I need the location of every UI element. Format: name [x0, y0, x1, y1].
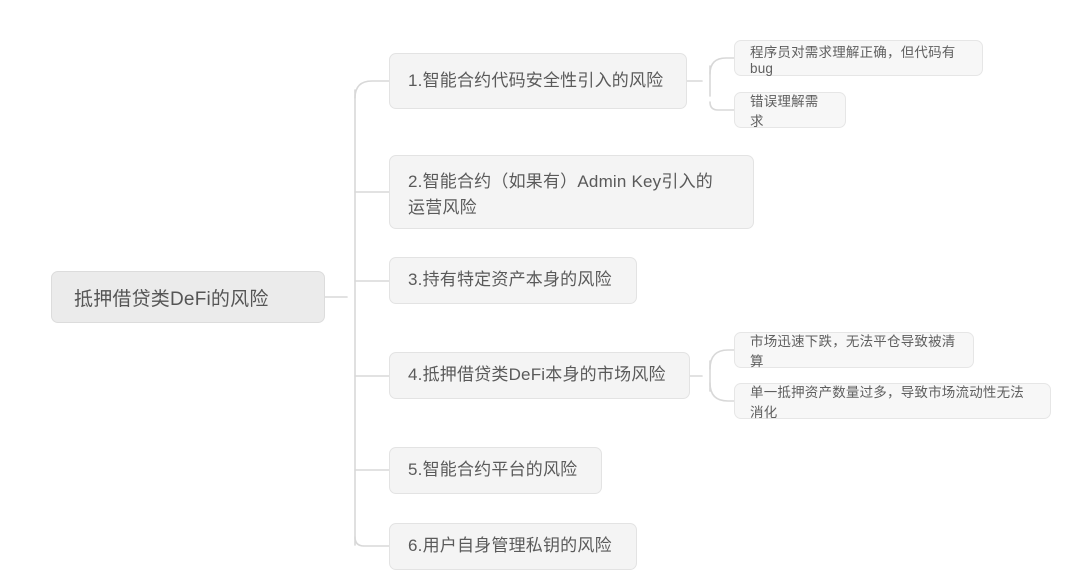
node-branch-4-label: 4.抵押借贷类DeFi本身的市场风险 [408, 365, 666, 385]
node-leaf-4-1-label: 市场迅速下跌，无法平仓导致被清算 [750, 334, 956, 369]
node-branch-4[interactable]: 4.抵押借贷类DeFi本身的市场风险 [389, 352, 690, 399]
node-branch-3[interactable]: 3.持有特定资产本身的风险 [389, 257, 637, 304]
node-branch-1-label: 1.智能合约代码安全性引入的风险 [408, 70, 664, 90]
node-branch-2[interactable]: 2.智能合约（如果有）Admin Key引入的 运营风险 [389, 155, 754, 229]
node-leaf-1-2-label: 错误理解需求 [750, 94, 819, 129]
connector-branch-1 [354, 80, 390, 99]
node-branch-1[interactable]: 1.智能合约代码安全性引入的风险 [389, 53, 687, 109]
node-root-label: 抵押借贷类DeFi的风险 [74, 288, 269, 310]
node-leaf-4-2-label: 单一抵押资产数量过多，导致市场流动性无法消化 [750, 385, 1024, 420]
connector-sub4-child-2 [709, 382, 735, 402]
node-leaf-1-2[interactable]: 错误理解需求 [734, 92, 846, 129]
node-branch-3-label: 3.持有特定资产本身的风险 [408, 270, 612, 290]
connector-branch-6 [354, 536, 390, 547]
node-leaf-1-1[interactable]: 程序员对需求理解正确，但代码有bug [734, 40, 983, 76]
connector-sub1-child-1 [709, 57, 735, 75]
node-leaf-4-2[interactable]: 单一抵押资产数量过多，导致市场流动性无法消化 [734, 383, 1051, 420]
connector-sub4-child-1 [709, 349, 735, 370]
node-branch-5[interactable]: 5.智能合约平台的风险 [389, 447, 602, 494]
node-branch-6-label: 6.用户自身管理私钥的风险 [408, 536, 612, 556]
node-leaf-1-1-label: 程序员对需求理解正确，但代码有bug [750, 44, 956, 76]
node-leaf-4-1[interactable]: 市场迅速下跌，无法平仓导致被清算 [734, 332, 974, 369]
node-branch-2-label: 2.智能合约（如果有）Admin Key引入的 运营风险 [408, 172, 713, 218]
node-branch-6[interactable]: 6.用户自身管理私钥的风险 [389, 523, 637, 570]
node-root[interactable]: 抵押借贷类DeFi的风险 [51, 271, 325, 323]
connector-sub1-child-2 [709, 101, 735, 111]
node-branch-5-label: 5.智能合约平台的风险 [408, 460, 578, 480]
